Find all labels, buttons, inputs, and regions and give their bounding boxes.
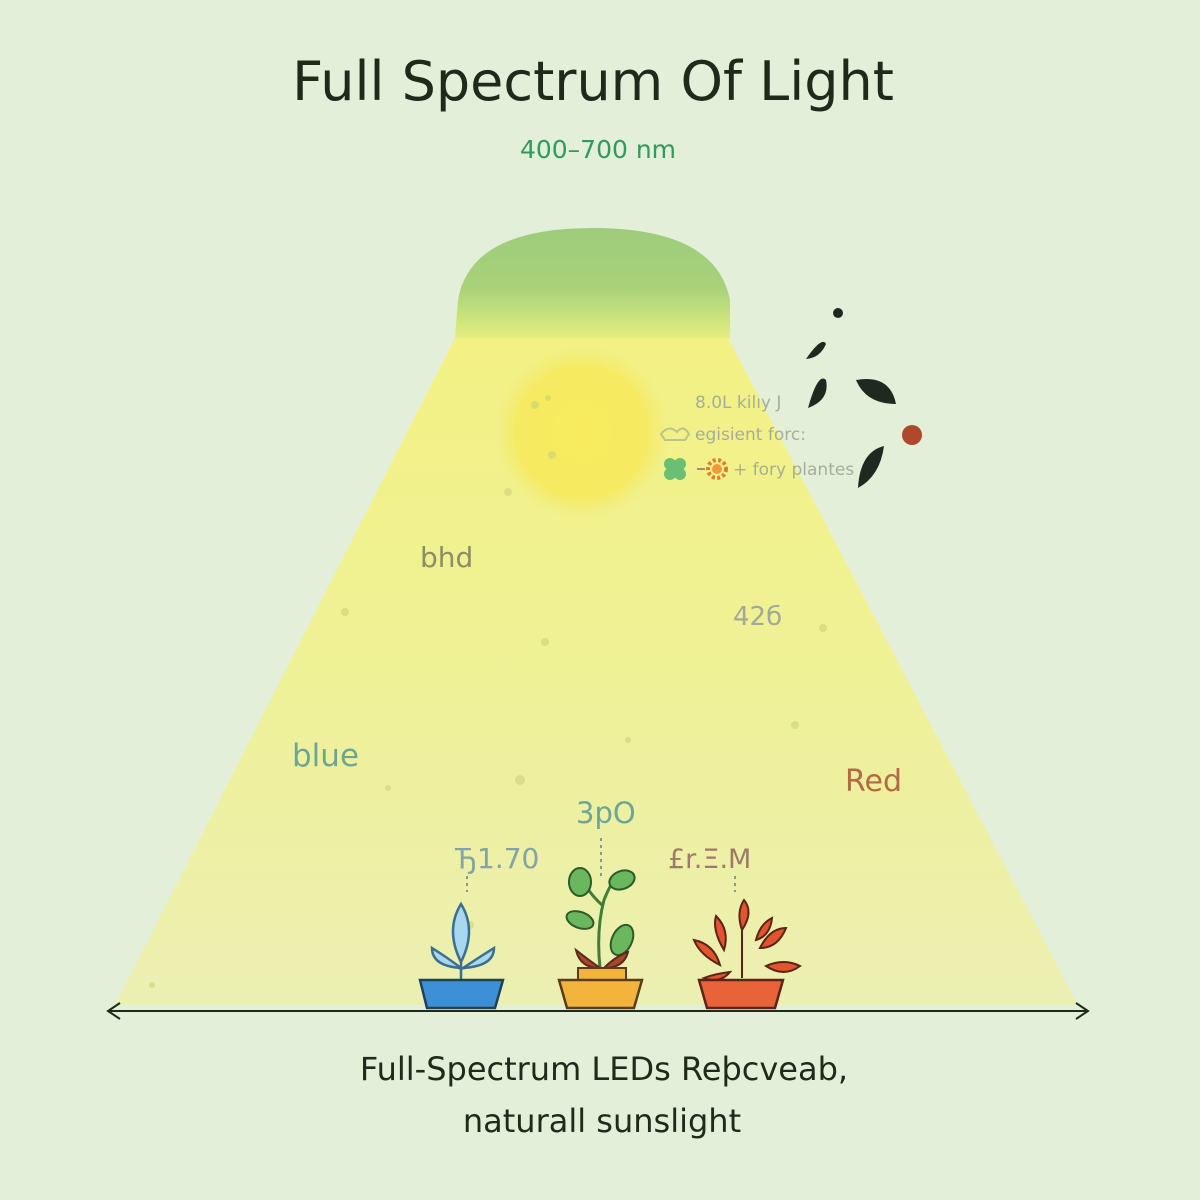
plant-icon-green [565, 867, 636, 981]
beam-speckles [149, 395, 827, 988]
caption-line-1: Full-Spectrum LEDs Reþcveab, [360, 1050, 848, 1088]
caption-line-2: naturall sunslight [463, 1102, 741, 1140]
legend-line-1: 8.0L kilıy J [695, 393, 781, 413]
clover-icon [664, 458, 686, 480]
blue-pot [418, 978, 505, 1010]
sun-glow-icon [494, 344, 670, 520]
label-blue: blue [292, 738, 359, 774]
plant-icon-red [692, 898, 802, 981]
legend-line-3: + fory plantes [733, 460, 854, 480]
gear-icon [706, 458, 728, 480]
leaf-icon [806, 308, 896, 488]
label-bhd: bhd [420, 541, 473, 574]
yellow-pot [557, 978, 644, 1010]
label-420: 42б [733, 602, 782, 632]
hand-icon [659, 427, 691, 441]
label-170: Ђ1.70 [454, 842, 539, 875]
label-red: Red [845, 764, 902, 799]
label-300: 3pO [576, 796, 636, 830]
seed-dot [902, 425, 922, 445]
leader-lines [466, 838, 736, 892]
label-e3m: £r.Ξ.M [668, 844, 751, 875]
page-title: Full Spectrum Of Light [292, 50, 894, 113]
spectrum-range-subtitle: 400–700 nm [520, 135, 676, 164]
red-pot [697, 978, 785, 1010]
lamp-dome-icon [455, 228, 730, 338]
legend-line-2: egisient forc: [695, 425, 806, 445]
double-arrow-icon [106, 1002, 1090, 1020]
seedling-icon [430, 901, 496, 980]
light-beam [115, 338, 1078, 1005]
